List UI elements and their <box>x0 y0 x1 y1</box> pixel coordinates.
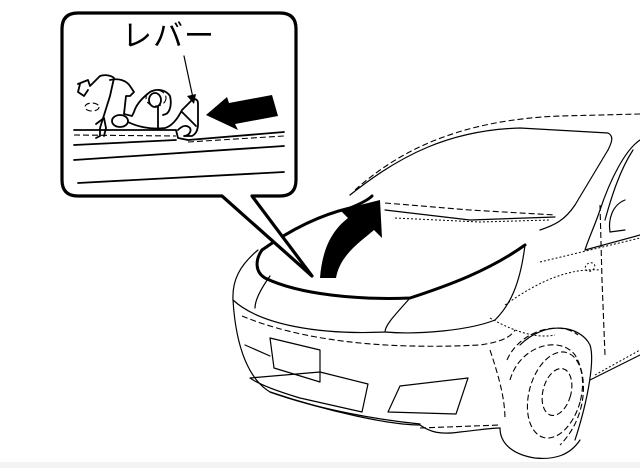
lever-label: レバー <box>122 19 215 54</box>
lift-hood-arrow-icon <box>320 200 382 278</box>
hood-latch-drawing <box>77 74 199 139</box>
car-illustration <box>232 113 640 460</box>
push-lever-arrow-icon <box>206 95 278 130</box>
bottom-strip <box>0 462 640 468</box>
callout-bubble <box>60 11 314 278</box>
